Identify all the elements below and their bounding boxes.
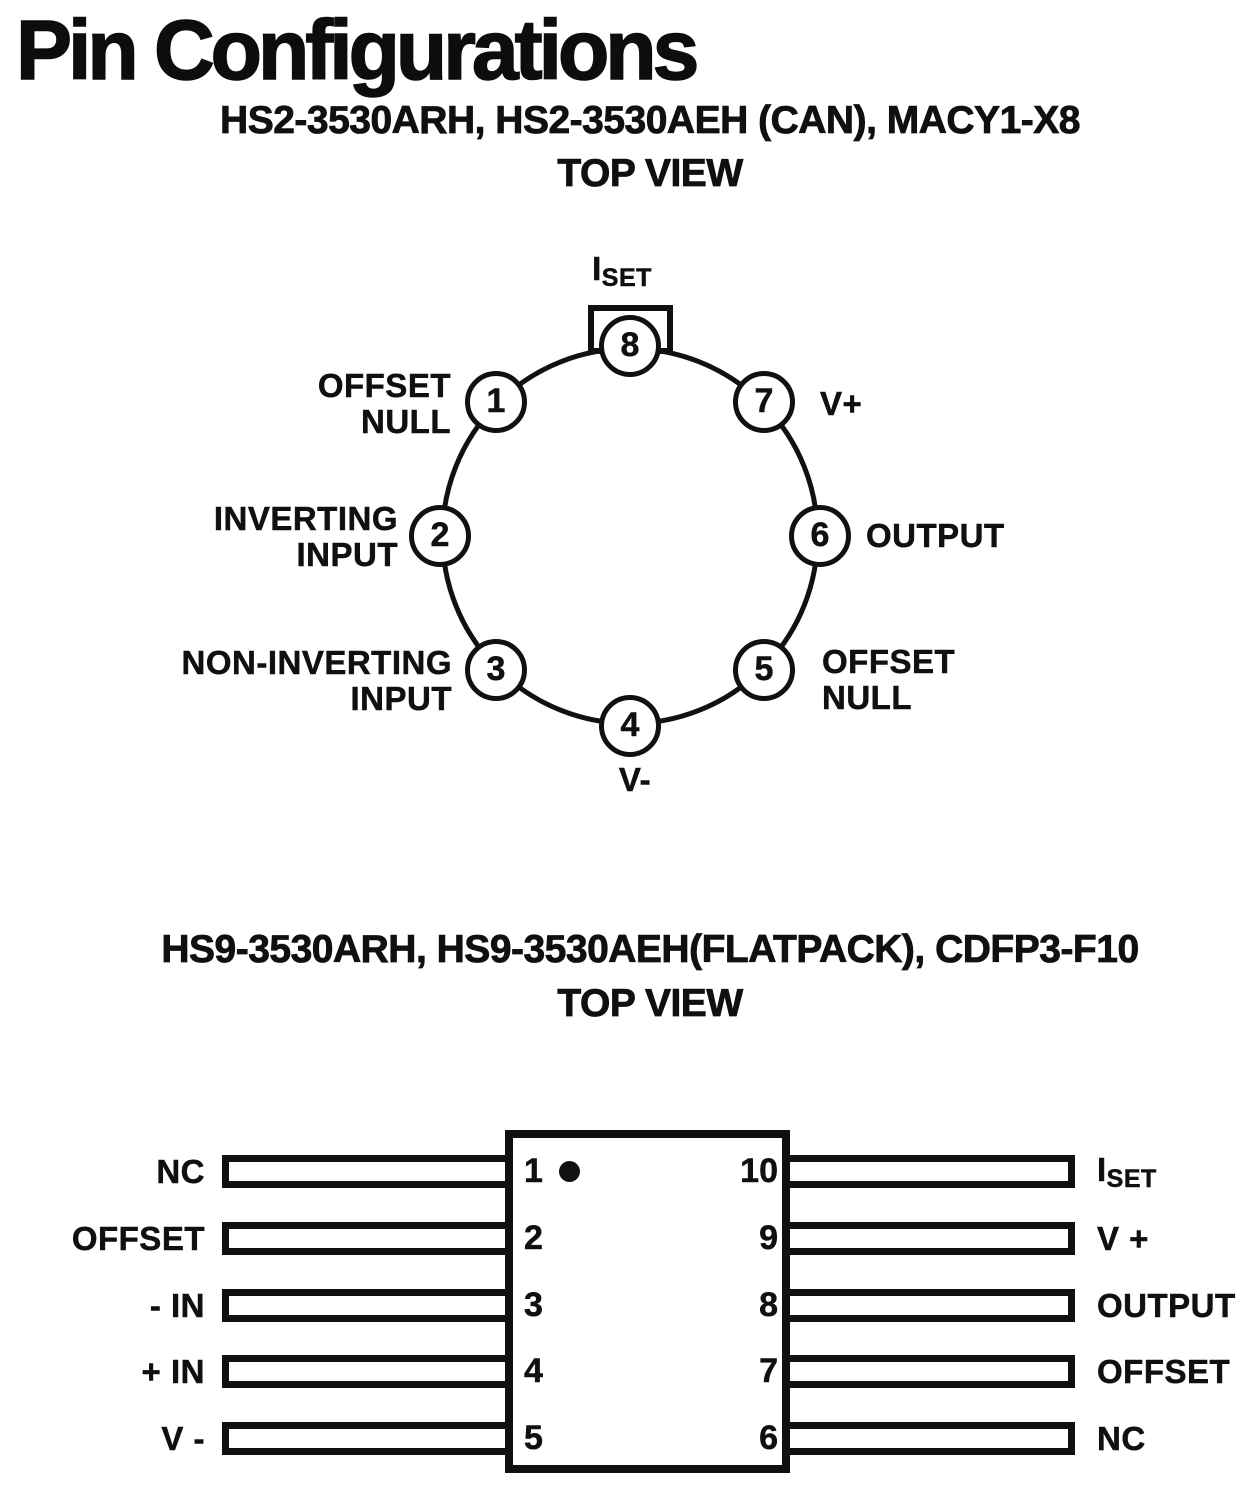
flatpack-pin-number-7: 7 bbox=[759, 1352, 778, 1391]
can-pin-3-label: NON-INVERTING INPUT bbox=[181, 644, 452, 717]
pin1-indicator-dot bbox=[559, 1161, 580, 1182]
can-pin-5: 5 bbox=[733, 639, 795, 701]
can-pin-7: 7 bbox=[733, 371, 795, 433]
flatpack-pin-5-label: V - bbox=[161, 1420, 205, 1458]
can-heading: HS2-3530ARH, HS2-3530AEH (CAN), MACY1-X8 bbox=[220, 99, 1081, 143]
can-pin-7-label: V+ bbox=[820, 385, 863, 422]
can-pin-4-label: V- bbox=[618, 761, 652, 798]
flatpack-iset-main: I bbox=[1097, 1151, 1107, 1189]
can-pin-3: 3 bbox=[465, 639, 527, 701]
flatpack-pin-number-4: 4 bbox=[524, 1352, 543, 1391]
flatpack-pin-3-label: - IN bbox=[149, 1287, 205, 1325]
flatpack-pin-number-1: 1 bbox=[524, 1152, 543, 1191]
can-top-view-label: TOP VIEW bbox=[557, 152, 744, 196]
flatpack-pin-2-label: OFFSET bbox=[71, 1220, 205, 1258]
can-pin-2-label: INVERTING INPUT bbox=[213, 500, 398, 573]
flatpack-lead-1 bbox=[222, 1155, 505, 1188]
flatpack-pin-10-label: ISET bbox=[1097, 1150, 1157, 1199]
page-title: Pin Configurations bbox=[15, 2, 700, 98]
can-pin-2: 2 bbox=[409, 505, 471, 567]
flatpack-iset-sub: SET bbox=[1106, 1165, 1157, 1194]
flatpack-lead-5 bbox=[222, 1422, 505, 1455]
flatpack-pin-number-10: 10 bbox=[740, 1152, 778, 1191]
flatpack-pin-1-label: NC bbox=[156, 1153, 205, 1191]
flatpack-lead-3 bbox=[222, 1289, 505, 1322]
can-pin-6-label: OUTPUT bbox=[866, 517, 1005, 554]
flatpack-pin-6-label: NC bbox=[1097, 1420, 1146, 1458]
flatpack-lead-8 bbox=[790, 1289, 1075, 1322]
can-pin-4: 4 bbox=[599, 695, 661, 757]
flatpack-lead-7 bbox=[790, 1355, 1075, 1388]
flatpack-pin-number-2: 2 bbox=[524, 1219, 543, 1258]
can-iset-main: I bbox=[592, 250, 602, 287]
can-pin-5-label: OFFSET NULL bbox=[822, 643, 956, 716]
flatpack-pin-9-label: V + bbox=[1097, 1220, 1149, 1258]
flatpack-lead-6 bbox=[790, 1422, 1075, 1455]
can-pin-1: 1 bbox=[465, 371, 527, 433]
flatpack-pin-8-label: OUTPUT bbox=[1097, 1287, 1236, 1325]
flatpack-pin-number-3: 3 bbox=[524, 1286, 543, 1325]
can-iset-label: ISET bbox=[540, 250, 704, 296]
flatpack-pin-number-6: 6 bbox=[759, 1419, 778, 1458]
flatpack-body bbox=[505, 1130, 790, 1473]
flatpack-lead-9 bbox=[790, 1222, 1075, 1255]
flatpack-pin-7-label: OFFSET bbox=[1097, 1353, 1231, 1391]
flatpack-pin-number-9: 9 bbox=[759, 1219, 778, 1258]
can-pin-1-label: OFFSET NULL bbox=[317, 367, 451, 440]
flatpack-pin-4-label: + IN bbox=[141, 1353, 205, 1391]
can-iset-sub: SET bbox=[601, 264, 652, 293]
can-pin-8: 8 bbox=[599, 315, 661, 377]
flatpack-pin-number-8: 8 bbox=[759, 1286, 778, 1325]
flatpack-pin-number-5: 5 bbox=[524, 1419, 543, 1458]
flatpack-top-view-label: TOP VIEW bbox=[557, 982, 744, 1026]
can-pin-6: 6 bbox=[789, 505, 851, 567]
flatpack-lead-4 bbox=[222, 1355, 505, 1388]
flatpack-lead-10 bbox=[790, 1155, 1075, 1188]
flatpack-heading: HS9-3530ARH, HS9-3530AEH(FLATPACK), CDFP… bbox=[161, 928, 1140, 972]
flatpack-lead-2 bbox=[222, 1222, 505, 1255]
